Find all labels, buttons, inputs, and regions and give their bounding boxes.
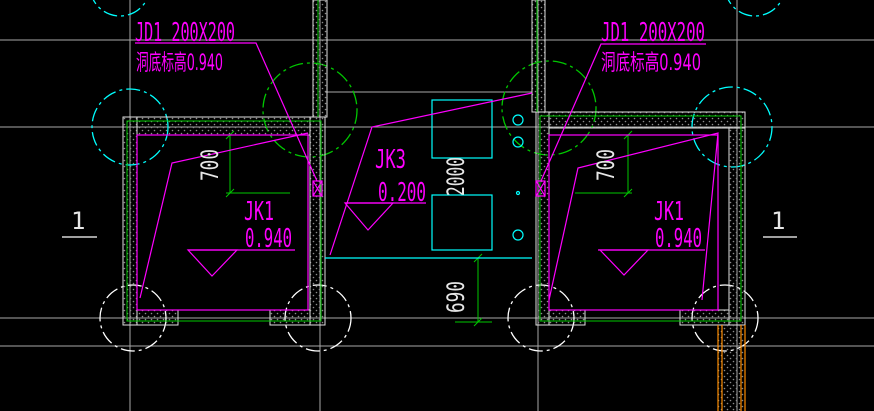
magenta-annotations	[135, 42, 719, 311]
left-room-right-wall	[309, 116, 326, 326]
left-upper-wall	[312, 0, 328, 118]
left-pit-label: JK1	[244, 197, 274, 227]
center-pit-elevation: 0.200	[378, 178, 426, 208]
left-opening-label: JD1 200X200	[135, 18, 235, 48]
right-section-mark-number: 1	[771, 207, 785, 235]
right-room-bottom-wall	[679, 309, 730, 326]
right-upper-wall	[531, 0, 546, 113]
left-pit-elevation-triangle	[186, 249, 239, 277]
right-room-right-wall	[728, 127, 746, 326]
left-pit-slope-line	[139, 132, 309, 299]
left-room-outline	[126, 120, 322, 322]
left-pit-elevation: 0.940	[245, 224, 292, 254]
right-opening-elevation: 洞底标高0.940	[601, 51, 701, 76]
left-dimension-tick	[225, 188, 235, 198]
right-room-bottom-wall	[548, 309, 586, 326]
right-opening-marker-cross	[535, 180, 546, 197]
left-room-top-wall	[136, 116, 311, 136]
right-room-top-wall	[548, 111, 746, 129]
center-pit-label: JK3	[375, 145, 406, 175]
left-opening-marker-cross	[312, 180, 323, 197]
right-dimension-tick	[623, 188, 633, 198]
green-outlines	[126, 0, 742, 327]
center-offset-dimension-tick	[473, 317, 483, 327]
right-opening-marker	[535, 180, 546, 197]
section-marks: 1 1	[62, 207, 797, 238]
left-section-mark-number: 1	[71, 207, 85, 235]
center-pit-offset-dimension-text: 690	[442, 281, 470, 313]
pile-circle-cyan	[92, 0, 148, 17]
left-room-left-wall	[122, 116, 138, 326]
pile-circle-green	[501, 60, 597, 156]
right-opening-leader	[540, 43, 706, 182]
right-pit-dimension-text: 700	[592, 149, 620, 181]
center-pit-slope-line	[329, 92, 533, 256]
center-pit-upper-box	[431, 99, 493, 159]
small-hole-circle	[512, 136, 524, 148]
right-pit-elevation-triangle	[598, 249, 650, 276]
right-room-left-wall	[535, 111, 550, 326]
left-room-bottom-wall	[136, 309, 179, 326]
drawing-labels: JD1 200X200 洞底标高0.940 JD1 200X200 洞底标高0.…	[135, 18, 705, 313]
right-room-outline	[539, 115, 742, 322]
pile-circle-cyan	[727, 0, 783, 17]
small-hole-circle	[512, 229, 524, 241]
small-hole-circle	[512, 114, 524, 126]
left-opening-marker	[312, 180, 323, 197]
center-pit-details	[325, 99, 532, 259]
center-pit-lower-box	[431, 194, 493, 251]
left-pit-outline	[136, 134, 309, 311]
left-pit-dimension-text: 700	[196, 149, 224, 181]
small-hole-dot	[515, 190, 521, 196]
right-pit-outline	[548, 134, 719, 311]
left-room-bottom-wall	[269, 309, 311, 326]
right-pit-slope-line	[548, 132, 719, 301]
pile-circle-green	[262, 62, 358, 158]
right-pit-elevation: 0.940	[655, 224, 702, 254]
left-opening-elevation: 洞底标高0.940	[136, 51, 223, 76]
right-pit-label: JK1	[654, 197, 684, 227]
center-pit-elevation-triangle	[343, 202, 395, 231]
right-opening-label: JD1 200X200	[601, 18, 705, 48]
center-pit-length-dimension-text: 2000	[442, 157, 470, 196]
